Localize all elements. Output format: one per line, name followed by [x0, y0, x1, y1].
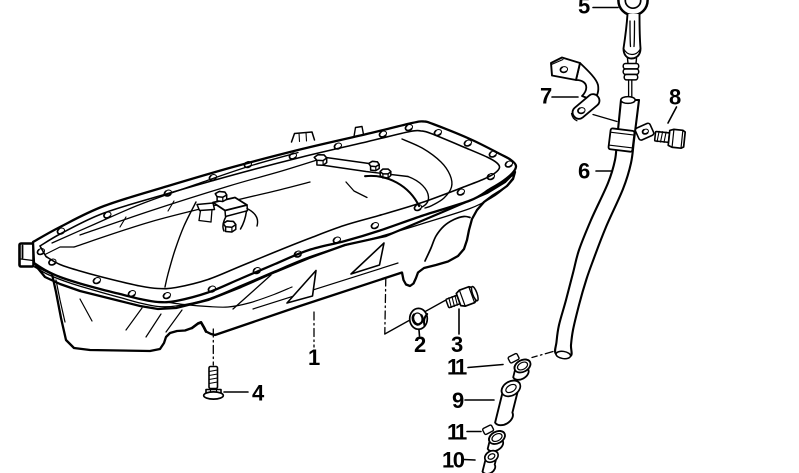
svg-text:1: 1: [308, 345, 320, 370]
svg-text:5: 5: [578, 0, 590, 19]
svg-text:9: 9: [452, 388, 464, 413]
svg-text:3: 3: [451, 332, 463, 357]
svg-text:2: 2: [414, 332, 426, 357]
svg-text:10: 10: [442, 448, 465, 473]
svg-text:6: 6: [578, 159, 590, 184]
svg-text:11: 11: [447, 420, 467, 445]
svg-text:7: 7: [540, 84, 552, 109]
svg-text:11: 11: [447, 355, 467, 380]
svg-text:4: 4: [252, 381, 265, 406]
svg-text:8: 8: [669, 85, 681, 110]
